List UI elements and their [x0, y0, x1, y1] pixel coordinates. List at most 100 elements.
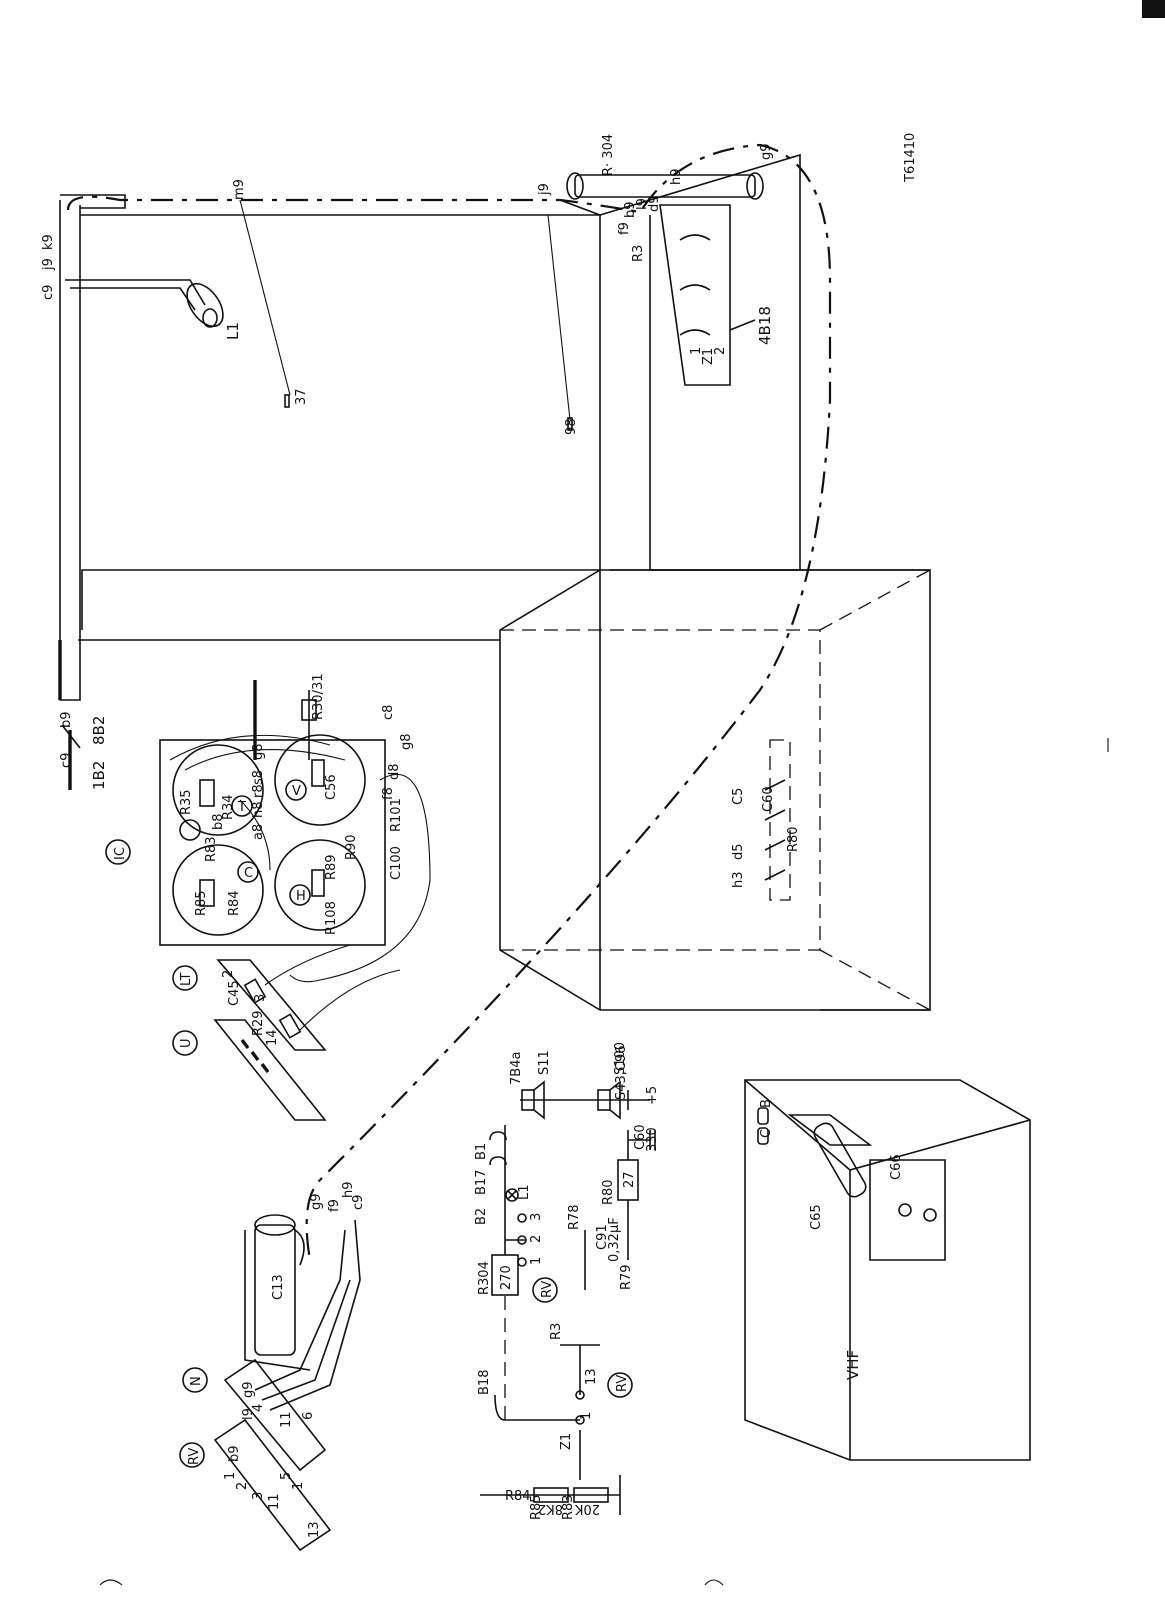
svg-text:98: 98 [564, 418, 579, 435]
svg-text:b9: b9 [623, 201, 638, 218]
label-L1: L1 [224, 322, 242, 340]
svg-text:g9: g9 [759, 143, 774, 160]
svg-text:13: 13 [307, 1521, 322, 1538]
svg-text:8K2: 8K2 [538, 1501, 563, 1516]
connector-1B2-8B2: c9 b9 1B2 8B2 [59, 711, 108, 790]
label-N: N [182, 1367, 208, 1393]
svg-text:R80: R80 [786, 826, 801, 852]
svg-text:1: 1 [689, 347, 704, 355]
switch-strip-Z1: R3 Z1 1 2 4B18 [631, 204, 774, 386]
svg-text:B17: B17 [474, 1170, 489, 1195]
svg-text:l9: l9 [241, 1408, 256, 1420]
svg-text:R84: R84 [227, 890, 242, 916]
svg-text:R83: R83 [204, 836, 219, 862]
svg-text:0,32µF: 0,32µF [607, 1217, 622, 1262]
svg-text:b8: b8 [211, 813, 226, 830]
svg-text:R· 304: R· 304 [601, 134, 616, 176]
svg-text:4B18: 4B18 [756, 306, 774, 345]
svg-text:270: 270 [499, 1265, 514, 1290]
vhf-tuner: B C C65 C66 VHF [744, 1079, 1031, 1461]
resistor-R304-assembly: R· 304 g9 f9 b9 l9 d9 h9 [566, 134, 774, 235]
svg-text:d5: d5 [731, 843, 746, 860]
svg-text:R85: R85 [194, 890, 209, 916]
svg-text:T: T [237, 800, 246, 815]
svg-text:H: H [296, 889, 306, 904]
svg-text:C45: C45 [227, 980, 242, 1006]
svg-text:d8: d8 [387, 763, 402, 780]
svg-text:R3: R3 [631, 245, 646, 262]
svg-text:R85: R85 [529, 1494, 544, 1520]
schematic-fragment: R84 R85 8K2 R83 20K Z1 1 B18 R3 13 RV R3… [474, 1042, 660, 1520]
svg-text:2: 2 [221, 970, 236, 978]
svg-text:R79: R79 [619, 1264, 634, 1290]
lamp-L1: L1 [65, 279, 242, 340]
svg-text:j9: j9 [537, 183, 552, 196]
svg-text:f9: f9 [327, 1199, 342, 1212]
svg-text:j9: j9 [41, 258, 56, 271]
svg-text:5: 5 [279, 1472, 294, 1480]
svg-text:1: 1 [529, 1257, 544, 1265]
svg-text:RV: RV [540, 1281, 555, 1298]
inner-board-C5-C60: C5 C60 d5 h3 R80 [731, 739, 801, 901]
svg-text:V: V [292, 784, 301, 799]
svg-text:RV: RV [187, 1448, 202, 1465]
svg-text:C100: C100 [389, 846, 404, 880]
svg-text:R80: R80 [601, 1179, 616, 1205]
svg-text:c9: c9 [351, 1195, 366, 1210]
svg-text:b9: b9 [227, 1445, 242, 1462]
scan-marks [99, 1579, 724, 1586]
svg-text:R84: R84 [505, 1489, 531, 1504]
wire-m9 [239, 199, 291, 396]
svg-text:k9: k9 [41, 234, 56, 250]
svg-text:S43,C96: S43,C96 [614, 1045, 629, 1100]
svg-text:m9: m9 [232, 179, 247, 200]
svg-text:R90: R90 [344, 834, 359, 860]
svg-text:LT: LT [179, 973, 194, 986]
svg-text:R304: R304 [477, 1261, 492, 1295]
svg-text:r8: r8 [251, 784, 266, 798]
svg-text:C5: C5 [731, 788, 746, 805]
svg-text:2: 2 [713, 347, 728, 355]
svg-text:S11: S11 [537, 1050, 552, 1075]
svg-text:R89: R89 [324, 854, 339, 880]
svg-text:g9: g9 [309, 1193, 324, 1210]
svg-text:R78: R78 [567, 1204, 582, 1230]
chassis-box [499, 569, 931, 1011]
svg-text:b9: b9 [59, 711, 74, 728]
capacitor-C13: C13 [244, 1214, 311, 1371]
svg-text:R3: R3 [549, 1323, 564, 1340]
svg-text:2: 2 [235, 1482, 250, 1490]
terminal-37 [284, 394, 290, 408]
svg-text:C66: C66 [889, 1154, 904, 1180]
svg-text:l9: l9 [635, 198, 650, 210]
svg-text:C65: C65 [809, 1204, 824, 1230]
drawing-number: T61410 [903, 133, 918, 183]
svg-text:1: 1 [223, 1472, 238, 1480]
svg-text:27: 27 [622, 1171, 637, 1188]
svg-text:U: U [179, 1038, 194, 1048]
svg-text:1: 1 [579, 1412, 594, 1420]
svg-text:d9: d9 [647, 195, 662, 212]
svg-text:C13: C13 [271, 1274, 286, 1300]
resistor-R30-31: R30/31 [253, 674, 326, 760]
svg-text:R108: R108 [324, 901, 339, 935]
svg-text:C60: C60 [633, 1124, 648, 1150]
svg-text:Z1: Z1 [559, 1433, 574, 1450]
svg-text:3: 3 [251, 1492, 266, 1500]
svg-text:IC: IC [113, 847, 128, 860]
svg-text:R29: R29 [251, 1010, 266, 1036]
board-RV: b9 1 2 3 11 5 1 13 [213, 1418, 332, 1552]
svg-text:Z1: Z1 [701, 348, 716, 365]
svg-text:B18: B18 [477, 1370, 492, 1395]
board-U [213, 1019, 327, 1121]
svg-text:3: 3 [253, 994, 268, 1002]
svg-text:C60: C60 [761, 786, 776, 812]
harness-N [254, 1219, 361, 1411]
svg-text:g8: g8 [251, 743, 266, 760]
svg-text:a8: a8 [251, 824, 266, 840]
svg-text:N: N [189, 1376, 204, 1386]
cabinet-frame [59, 153, 930, 701]
svg-text:R34: R34 [221, 794, 236, 820]
svg-text:h3: h3 [731, 871, 746, 888]
